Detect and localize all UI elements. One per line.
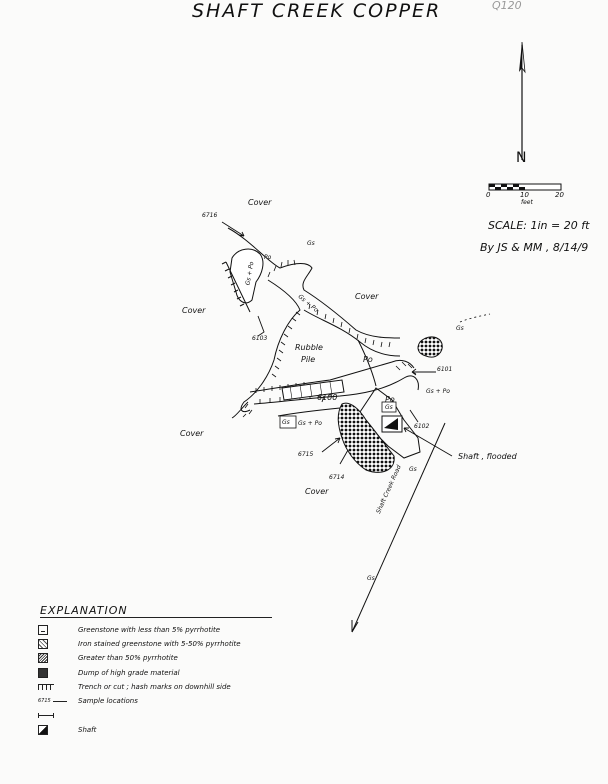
label-gs-box-2: Gs xyxy=(385,404,393,411)
sample-6716: 6716 xyxy=(202,212,218,219)
reference-number: Q120 xyxy=(492,0,522,12)
pyrrhotite-box-icon xyxy=(38,653,48,663)
scale-bar-graphic xyxy=(488,183,562,191)
scale-tick-0: 0 xyxy=(486,191,491,199)
road-line xyxy=(351,422,446,633)
sample-arrows xyxy=(221,221,453,465)
scale-tick-10: 10 xyxy=(520,191,529,199)
legend-item: Dump of high grade material xyxy=(38,667,180,679)
label-gs-lower: Gs xyxy=(409,466,417,473)
shaft-icon xyxy=(38,725,48,735)
legend-text: Dump of high grade material xyxy=(78,669,180,677)
iron-stained-box-icon xyxy=(38,639,48,649)
sample-arrow-icon: 6715 xyxy=(38,698,51,704)
label-gs-top: Gs xyxy=(307,240,315,247)
label-po-center: Po xyxy=(363,355,373,364)
trench-hash-icon xyxy=(38,684,54,690)
label-gs-po-lower: Gs + Po xyxy=(298,420,322,427)
label-gs-road: Gs xyxy=(367,575,375,582)
label-cover-lower-left: Cover xyxy=(180,429,204,438)
gs-box-2 xyxy=(381,401,397,413)
sample-6101: 6101 xyxy=(437,366,453,373)
legend-item: Trench or cut ; hash marks on downhill s… xyxy=(38,681,231,693)
label-cover-mid-right: Cover xyxy=(355,292,379,301)
legend-item: Shaft xyxy=(38,724,96,736)
dump-box-icon xyxy=(38,668,48,678)
legend-item: Greater than 50% pyrrhotite xyxy=(38,652,178,664)
dump-area-2 xyxy=(417,336,443,358)
legend-text: Greenstone with less than 5% pyrrhotite xyxy=(78,626,221,634)
explanation-title: EXPLANATION xyxy=(40,604,128,617)
label-gs-right: Gs xyxy=(456,325,464,332)
label-cover-left: Cover xyxy=(182,306,206,315)
sample-6100: 6100 xyxy=(317,393,338,402)
label-shaft-flooded: Shaft , flooded xyxy=(458,452,517,461)
label-po-upper: Po xyxy=(264,254,272,261)
label-pile: Pile xyxy=(301,355,316,364)
label-gs-po-right: Gs + Po xyxy=(426,388,450,395)
greenstone-pod xyxy=(221,248,264,313)
scale-text: SCALE: 1in = 20 ft xyxy=(488,219,590,232)
label-rubble: Rubble xyxy=(295,343,323,352)
author-date: By JS & MM , 8/14/9 xyxy=(480,241,589,254)
label-po-shaft: Po xyxy=(385,395,395,404)
shaft-icon xyxy=(381,415,403,433)
label-cover-bottom: Cover xyxy=(305,487,329,496)
sample-6103: 6103 xyxy=(252,335,268,342)
legend-text: Sample locations xyxy=(78,697,138,705)
page-title: SHAFT CREEK COPPER xyxy=(192,0,442,22)
dump-area xyxy=(337,402,395,473)
legend-text: Shaft xyxy=(78,726,97,734)
legend-text: Trench or cut ; hash marks on downhill s… xyxy=(78,683,231,691)
scale-tick-20: 20 xyxy=(555,191,564,199)
greenstone-box-icon xyxy=(38,625,48,635)
legend-item: 6715 Sample locations xyxy=(38,695,138,707)
gs-trail xyxy=(459,313,491,323)
sample-6714: 6714 xyxy=(329,474,345,481)
legend-item xyxy=(38,709,78,721)
trench-segment xyxy=(281,379,345,401)
legend-item: Iron stained greenstone with 5-50% pyrrh… xyxy=(38,638,241,650)
north-arrow-icon xyxy=(519,41,526,160)
explanation-divider xyxy=(40,617,272,618)
legend-text: Iron stained greenstone with 5-50% pyrrh… xyxy=(78,640,241,648)
sample-6715: 6715 xyxy=(298,451,314,458)
gs-box-1 xyxy=(279,415,297,429)
legend-text: Greater than 50% pyrrhotite xyxy=(78,654,178,662)
scale-unit: feet xyxy=(521,199,533,206)
label-cover-top: Cover xyxy=(248,198,272,207)
line-icon xyxy=(38,712,54,718)
label-gs-box-1: Gs xyxy=(282,419,290,426)
legend-item: Greenstone with less than 5% pyrrhotite xyxy=(38,624,220,636)
north-label: N xyxy=(516,150,527,166)
outcrop-outlines xyxy=(227,227,421,459)
sample-6102: 6102 xyxy=(414,423,430,430)
